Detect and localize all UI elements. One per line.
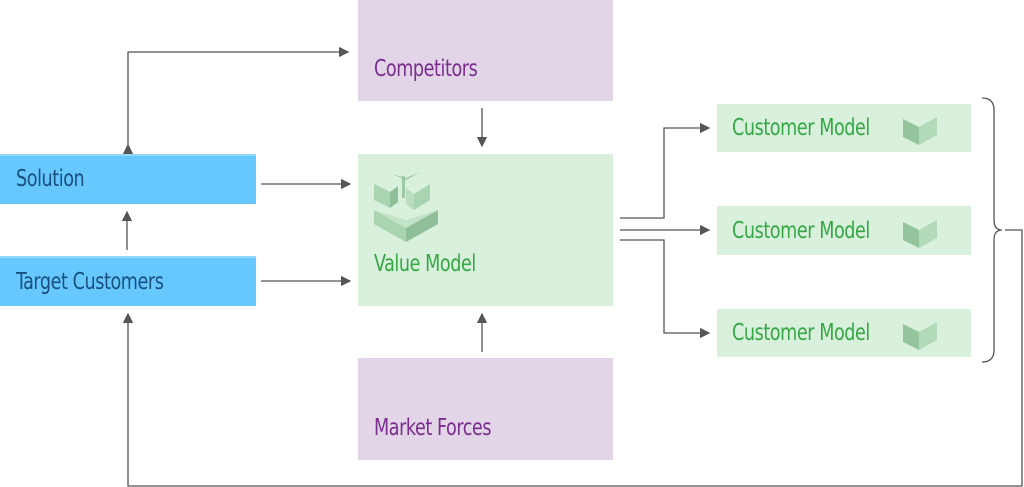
cube-icon bbox=[903, 322, 937, 350]
market-forces-box: Market Forces bbox=[358, 358, 613, 460]
customer-model-label: Customer Model bbox=[732, 115, 870, 141]
customer-model-box: Customer Model bbox=[717, 309, 971, 357]
value-model-box: Value Model bbox=[358, 154, 613, 306]
competitors-label: Competitors bbox=[374, 56, 478, 82]
target-customers-box: Target Customers bbox=[0, 256, 256, 306]
competitors-box: Competitors bbox=[358, 0, 613, 101]
market-forces-label: Market Forces bbox=[374, 415, 492, 441]
customer-model-label: Customer Model bbox=[732, 320, 870, 346]
value-model-cubes-icon bbox=[374, 172, 438, 242]
customer-model-label: Customer Model bbox=[732, 218, 870, 244]
arrow-value-customer-3 bbox=[620, 239, 711, 339]
brace bbox=[981, 97, 1003, 363]
solution-label: Solution bbox=[16, 166, 85, 192]
solution-box: Solution bbox=[0, 154, 256, 204]
cube-icon bbox=[903, 220, 937, 248]
customer-model-box: Customer Model bbox=[717, 104, 971, 152]
arrow-value-customer-1 bbox=[620, 122, 711, 219]
cube-icon bbox=[903, 117, 937, 145]
value-model-label: Value Model bbox=[374, 251, 476, 277]
customer-model-box: Customer Model bbox=[717, 206, 971, 255]
feedback-arrow bbox=[122, 229, 1023, 487]
target-customers-label: Target Customers bbox=[16, 269, 164, 295]
arrow-solution-competitors bbox=[122, 46, 350, 155]
